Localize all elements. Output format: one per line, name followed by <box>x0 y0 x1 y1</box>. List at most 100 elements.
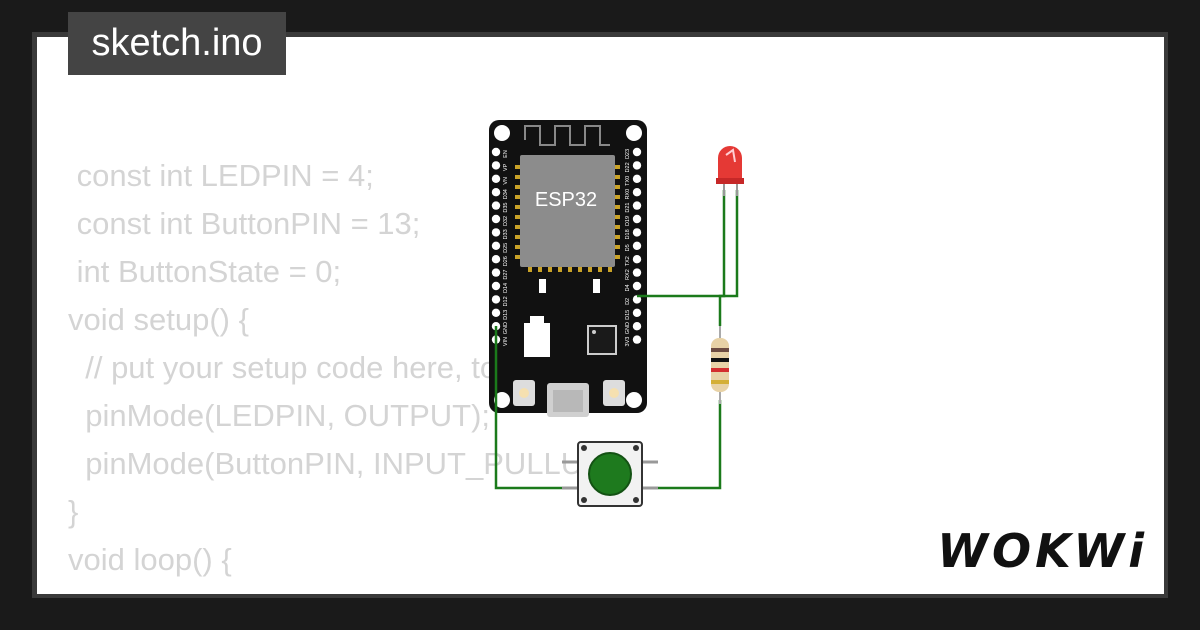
right-pin-header[interactable]: D23D22TX0RX0D21D19D18D5TX2RX2D4D2D15GND3… <box>625 147 642 347</box>
smd-component <box>593 279 600 293</box>
pin-hole[interactable] <box>632 268 642 277</box>
antenna-trace <box>524 125 610 146</box>
pin-hole[interactable] <box>632 295 642 304</box>
pin-hole[interactable] <box>491 188 501 197</box>
pin-label: D15 <box>625 310 631 320</box>
pad <box>615 235 620 239</box>
pad <box>515 255 520 259</box>
pin-hole[interactable] <box>632 147 642 157</box>
pad <box>608 267 612 272</box>
module-pads <box>515 165 620 272</box>
pushbutton[interactable] <box>562 441 658 507</box>
pin-label: TX2 <box>625 256 631 266</box>
resistor-band <box>711 380 729 384</box>
pin-label: 3V3 <box>625 337 631 347</box>
pin-hole[interactable] <box>491 281 501 291</box>
pad <box>515 225 520 229</box>
pad <box>515 235 520 239</box>
mount-hole <box>494 392 510 408</box>
pin-label: VN <box>503 177 509 185</box>
pin-label: EN <box>503 150 509 158</box>
pin-hole[interactable] <box>491 214 501 224</box>
pin-hole[interactable] <box>632 201 642 210</box>
button-corner <box>581 445 587 451</box>
pin-hole[interactable] <box>632 308 642 317</box>
mount-hole <box>494 125 510 141</box>
led-body <box>718 146 742 180</box>
code-line: } <box>68 494 79 529</box>
pin-hole[interactable] <box>632 174 642 183</box>
resistor-band <box>711 368 729 372</box>
code-line: const int ButtonPIN = 13; <box>68 206 421 241</box>
left-pin-header[interactable]: ENVPVND34D35D32D33D25D26D27D14D12D13GNDV… <box>491 147 509 346</box>
pin-label: D25 <box>503 243 509 253</box>
pin-label: TX0 <box>625 176 631 186</box>
pad <box>528 267 532 272</box>
button-cap <box>588 452 632 496</box>
pad <box>615 205 620 209</box>
pin-hole[interactable] <box>491 201 501 210</box>
pin-hole[interactable] <box>491 308 501 317</box>
pin-hole[interactable] <box>491 241 501 250</box>
button-corner <box>581 497 587 503</box>
pad <box>615 255 620 259</box>
pad <box>615 215 620 219</box>
pin-hole[interactable] <box>632 188 642 197</box>
boot-button-cap <box>519 388 529 398</box>
pin-label: D5 <box>625 244 631 251</box>
pin-hole[interactable] <box>632 281 642 291</box>
pin-hole[interactable] <box>632 322 642 331</box>
pad <box>588 267 592 272</box>
pad <box>515 175 520 179</box>
pin-hole[interactable] <box>491 255 501 264</box>
pad <box>558 267 562 272</box>
pad <box>515 165 520 169</box>
red-led[interactable] <box>716 146 744 196</box>
pin-label: D27 <box>503 270 509 280</box>
led-rim <box>716 178 744 184</box>
wire-resistor-to-button <box>640 400 722 490</box>
pad <box>615 245 620 249</box>
pin-hole[interactable] <box>491 147 501 157</box>
usb-port <box>553 390 583 412</box>
pad <box>578 267 582 272</box>
pad <box>568 267 572 272</box>
pin-hole[interactable] <box>491 268 501 277</box>
file-tab[interactable]: sketch.ino <box>68 12 286 75</box>
code-line: void loop() { <box>68 542 232 577</box>
pad <box>515 185 520 189</box>
wokwi-logo: WOKWi <box>937 524 1148 578</box>
pin-label: D34 <box>503 189 509 199</box>
pin-label: RX0 <box>625 189 631 200</box>
pin-hole[interactable] <box>632 161 642 170</box>
pin-hole[interactable] <box>491 161 501 170</box>
pin-hole[interactable] <box>632 255 642 264</box>
usb-chip <box>587 325 617 355</box>
pad <box>615 185 620 189</box>
pin-hole[interactable] <box>491 174 501 183</box>
pin-hole[interactable] <box>632 241 642 250</box>
pin-label: D23 <box>625 149 631 159</box>
mount-hole <box>626 392 642 408</box>
pin-label: D4 <box>625 284 631 291</box>
chip-dot <box>592 330 596 334</box>
pad <box>615 195 620 199</box>
pin-hole[interactable] <box>491 295 501 304</box>
button-corner <box>633 445 639 451</box>
wires <box>494 190 739 490</box>
wire-d13-to-button <box>494 326 578 490</box>
pad <box>515 215 520 219</box>
resistor[interactable] <box>711 326 729 404</box>
pin-hole[interactable] <box>632 214 642 224</box>
wire-led-to-resistor <box>718 190 739 326</box>
pin-hole[interactable] <box>632 335 642 344</box>
pin-label: RX2 <box>625 269 631 280</box>
code-line: void setup() { <box>68 302 249 337</box>
pin-label: VIN <box>503 337 509 346</box>
esp32-board[interactable]: ESP32 ENVPVND34D35D32D33D25D26D27D14D12D… <box>489 120 647 417</box>
pin-hole[interactable] <box>632 228 642 237</box>
pin-hole[interactable] <box>491 228 501 237</box>
pin-label: VP <box>503 163 509 171</box>
pin-label: D18 <box>625 229 631 239</box>
